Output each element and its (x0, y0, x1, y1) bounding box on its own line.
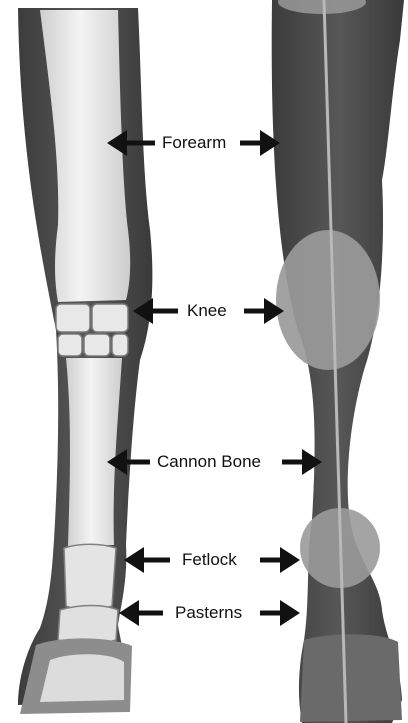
label-pasterns: Pasterns (169, 602, 248, 624)
label-knee: Knee (181, 300, 233, 322)
pasterns-left-arrow (119, 600, 163, 626)
cannon-bone-xray (66, 358, 122, 546)
fetlock-right-arrow (260, 547, 300, 573)
pasterns-right-arrow (260, 600, 300, 626)
long-pastern-bone (64, 544, 116, 610)
label-cannon-bone: Cannon Bone (151, 451, 267, 473)
fetlock-left-arrow (124, 547, 170, 573)
right-hoof (300, 634, 402, 722)
label-forearm: Forearm (156, 132, 232, 154)
label-fetlock: Fetlock (176, 549, 243, 571)
knee-joint-circle (276, 230, 380, 370)
coffin-bone (40, 654, 124, 702)
